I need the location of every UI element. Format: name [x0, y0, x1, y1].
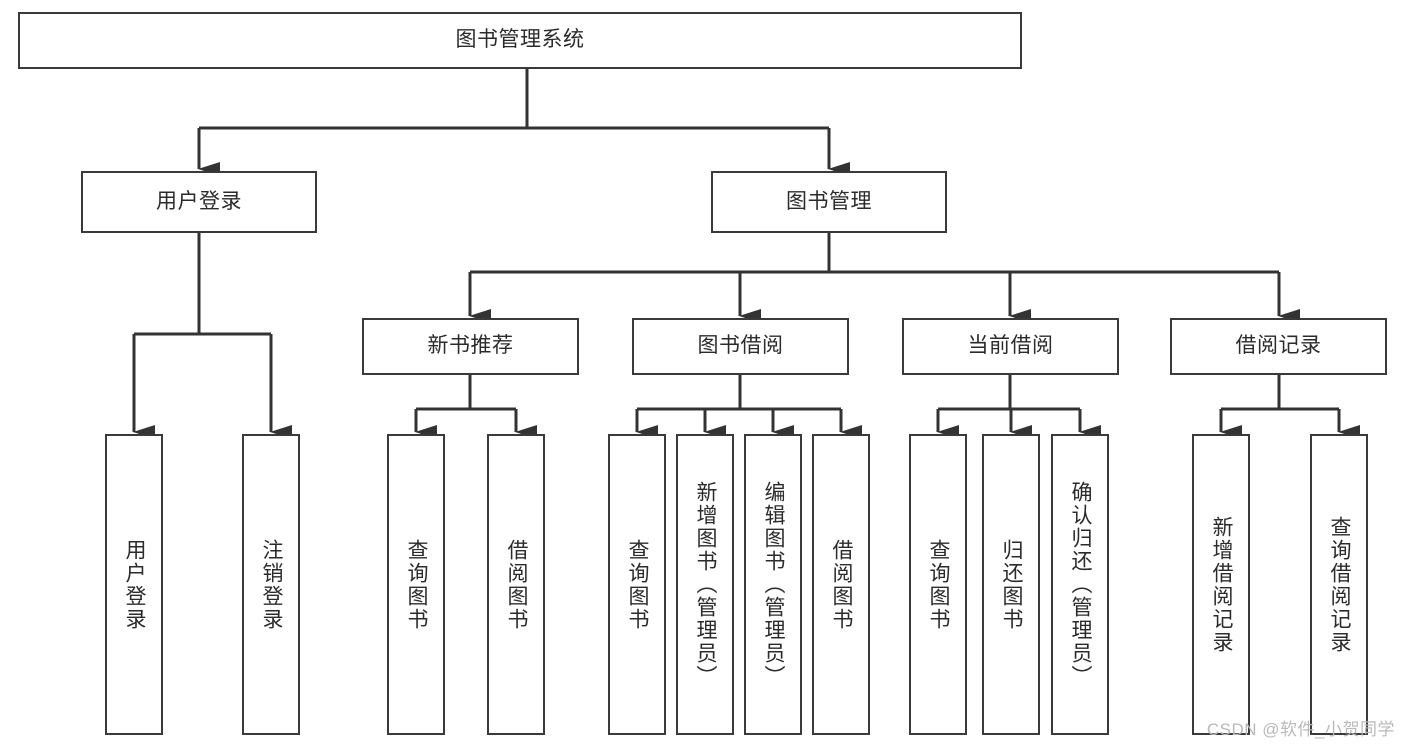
node-user-login-label: 用户登录: [156, 189, 242, 213]
node-leaf-edit-book[interactable]: 编辑图书（管理员）: [744, 434, 802, 735]
node-root[interactable]: 图书管理系统: [18, 12, 1022, 69]
node-current-borrow-label: 当前借阅: [967, 334, 1054, 358]
node-leaf-add-book-label: 新增图书（管理员）: [694, 481, 718, 688]
node-user-login[interactable]: 用户登录: [81, 171, 317, 233]
node-leaf-query-book-borrow[interactable]: 查询图书: [608, 434, 666, 735]
node-book-borrow[interactable]: 图书借阅: [632, 318, 849, 375]
node-leaf-query-record-label: 查询借阅记录: [1328, 515, 1352, 654]
node-leaf-return-book-label: 归还图书: [1000, 538, 1024, 631]
node-leaf-borrow-book-rec-label: 借阅图书: [505, 538, 529, 631]
node-leaf-borrow-book-rec[interactable]: 借阅图书: [487, 434, 545, 735]
node-book-manage[interactable]: 图书管理: [711, 171, 947, 233]
csdn-watermark: CSDN @软件_小贺同学: [1206, 720, 1395, 739]
node-leaf-user-login[interactable]: 用户登录: [105, 434, 163, 735]
node-new-book-rec-label: 新书推荐: [427, 334, 514, 358]
node-new-book-rec[interactable]: 新书推荐: [362, 318, 579, 375]
node-leaf-borrow-book-label: 借阅图书: [830, 538, 854, 631]
node-leaf-query-book-borrow-label: 查询图书: [626, 538, 650, 631]
node-leaf-add-record-label: 新增借阅记录: [1210, 515, 1234, 654]
node-leaf-user-login-label: 用户登录: [123, 538, 147, 631]
node-leaf-logout[interactable]: 注销登录: [242, 434, 300, 735]
node-leaf-query-book-rec[interactable]: 查询图书: [387, 434, 445, 735]
node-leaf-logout-label: 注销登录: [260, 538, 284, 631]
node-leaf-query-book-current-label: 查询图书: [927, 538, 951, 631]
node-borrow-record[interactable]: 借阅记录: [1170, 318, 1387, 375]
node-leaf-edit-book-label: 编辑图书（管理员）: [762, 481, 786, 688]
node-leaf-query-book-rec-label: 查询图书: [405, 538, 429, 631]
node-leaf-return-book[interactable]: 归还图书: [982, 434, 1040, 735]
node-root-label: 图书管理系统: [455, 28, 585, 52]
node-borrow-record-label: 借阅记录: [1235, 334, 1322, 358]
node-book-manage-label: 图书管理: [786, 189, 872, 213]
node-current-borrow[interactable]: 当前借阅: [902, 318, 1119, 375]
node-leaf-add-record[interactable]: 新增借阅记录: [1192, 434, 1250, 735]
node-leaf-confirm-return-label: 确认归还（管理员）: [1069, 481, 1093, 688]
node-leaf-add-book[interactable]: 新增图书（管理员）: [676, 434, 734, 735]
node-leaf-borrow-book[interactable]: 借阅图书: [812, 434, 870, 735]
node-book-borrow-label: 图书借阅: [697, 334, 784, 358]
node-leaf-confirm-return[interactable]: 确认归还（管理员）: [1051, 434, 1109, 735]
node-leaf-query-record[interactable]: 查询借阅记录: [1310, 434, 1368, 735]
node-leaf-query-book-current[interactable]: 查询图书: [909, 434, 967, 735]
